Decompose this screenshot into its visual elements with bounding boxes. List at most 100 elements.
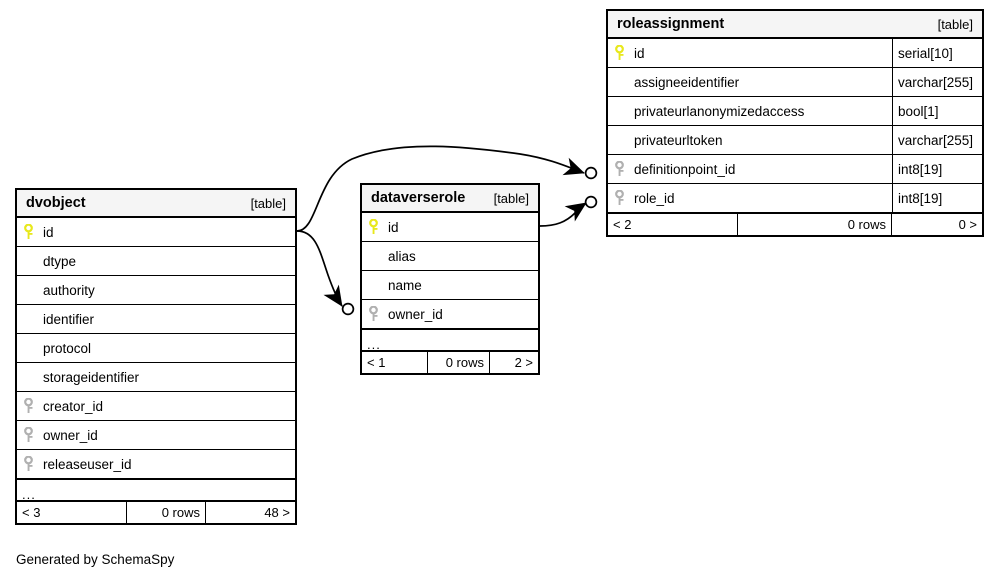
generated-by-caption: Generated by SchemaSpy	[16, 552, 175, 567]
column-name-cell: role_id	[608, 184, 892, 212]
column-name-cell: privateurlanonymizedaccess	[608, 97, 892, 125]
foreign-key-icon	[24, 398, 37, 414]
column-label: creator_id	[43, 398, 104, 414]
table-row[interactable]: authority	[17, 276, 295, 305]
ellipsis-label: ...	[22, 487, 36, 502]
primary-key-icon	[369, 219, 382, 235]
table-row[interactable]: releaseuser_id	[17, 450, 295, 479]
column-name-cell: storageidentifier	[17, 363, 295, 391]
column-name-cell: authority	[17, 276, 295, 304]
more-columns-indicator: ...	[17, 479, 295, 501]
row-count-label: 0 rows	[428, 352, 490, 373]
column-label: authority	[43, 282, 95, 298]
edge-dvobject-id-to-dataverserole-owner	[296, 230, 355, 316]
table-header-dvobject: dvobject [table]	[17, 190, 295, 218]
table-kind-label: [table]	[493, 190, 529, 206]
table-row[interactable]: privateurlanonymizedaccess bool[1]	[608, 97, 982, 126]
column-name-cell: assigneeidentifier	[608, 68, 892, 96]
edge-dataverserole-id-to-roleassignment-role	[539, 195, 598, 227]
table-footer-dvobject: < 3 0 rows 48 >	[17, 501, 295, 523]
prev-page-button[interactable]: < 3	[17, 502, 127, 523]
table-row[interactable]: role_id int8[19]	[608, 184, 982, 213]
column-label: definitionpoint_id	[634, 161, 736, 177]
column-name-cell: owner_id	[362, 300, 538, 328]
column-name-cell: protocol	[17, 334, 295, 362]
foreign-key-icon	[369, 306, 382, 322]
column-label: id	[634, 45, 645, 61]
table-row[interactable]: storageidentifier	[17, 363, 295, 392]
table-header-dataverserole: dataverserole [table]	[362, 185, 538, 213]
column-label: name	[388, 277, 422, 293]
table-footer-roleassignment: < 2 0 rows 0 >	[608, 213, 982, 235]
table-row[interactable]: owner_id	[362, 300, 538, 329]
db-table-dataverserole[interactable]: dataverserole [table] id alias	[360, 183, 540, 375]
next-page-button[interactable]: 0 >	[958, 217, 977, 232]
foreign-key-icon	[615, 161, 628, 177]
foreign-key-icon	[24, 456, 37, 472]
column-label: alias	[388, 248, 416, 264]
column-type-cell: int8[19]	[892, 155, 982, 183]
column-name-cell: dtype	[17, 247, 295, 275]
column-name-cell: alias	[362, 242, 538, 270]
column-label: privateurlanonymizedaccess	[634, 103, 805, 119]
table-row[interactable]: creator_id	[17, 392, 295, 421]
column-label: id	[388, 219, 399, 235]
next-page-button[interactable]: 48 >	[264, 505, 290, 520]
db-table-roleassignment[interactable]: roleassignment [table] id serial[10] ass…	[606, 9, 984, 237]
table-footer-dataverserole: < 1 0 rows 2 >	[362, 351, 538, 373]
table-row[interactable]: owner_id	[17, 421, 295, 450]
column-name-cell: id	[362, 213, 538, 241]
table-header-roleassignment: roleassignment [table]	[608, 11, 982, 39]
table-row[interactable]: id serial[10]	[608, 39, 982, 68]
column-label: privateurltoken	[634, 132, 723, 148]
column-label: releaseuser_id	[43, 456, 132, 472]
primary-key-icon	[615, 45, 628, 61]
table-row[interactable]: identifier	[17, 305, 295, 334]
column-name-cell: id	[17, 218, 295, 246]
column-name-cell: definitionpoint_id	[608, 155, 892, 183]
column-label: role_id	[634, 190, 675, 206]
row-count-label: 0 rows	[738, 214, 892, 235]
table-row[interactable]: id	[17, 218, 295, 247]
foreign-key-icon	[24, 427, 37, 443]
column-name-cell: name	[362, 271, 538, 299]
ellipsis-label: ...	[367, 337, 381, 352]
column-name-cell: releaseuser_id	[17, 450, 295, 478]
column-type-cell: serial[10]	[892, 39, 982, 67]
more-columns-indicator: ...	[362, 329, 538, 351]
table-row[interactable]: alias	[362, 242, 538, 271]
prev-page-button[interactable]: < 2	[608, 214, 738, 235]
column-type-cell: varchar[255]	[892, 68, 982, 96]
column-name-cell: creator_id	[17, 392, 295, 420]
column-label: owner_id	[43, 427, 98, 443]
table-row[interactable]: name	[362, 271, 538, 300]
table-kind-label: [table]	[937, 16, 973, 32]
primary-key-icon	[24, 224, 37, 240]
column-label: id	[43, 224, 54, 240]
column-name-cell: privateurltoken	[608, 126, 892, 154]
column-label: assigneeidentifier	[634, 74, 740, 90]
table-row[interactable]: assigneeidentifier varchar[255]	[608, 68, 982, 97]
table-kind-label: [table]	[250, 195, 286, 211]
column-name-cell: owner_id	[17, 421, 295, 449]
next-page-button[interactable]: 2 >	[514, 355, 533, 370]
column-name-cell: identifier	[17, 305, 295, 333]
table-title: roleassignment	[617, 16, 725, 32]
column-type-cell: bool[1]	[892, 97, 982, 125]
row-count-label: 0 rows	[127, 502, 206, 523]
table-title: dvobject	[26, 195, 86, 211]
column-label: identifier	[43, 311, 95, 327]
db-table-dvobject[interactable]: dvobject [table] id dtype	[15, 188, 297, 525]
table-row[interactable]: id	[362, 213, 538, 242]
table-row[interactable]: privateurltoken varchar[255]	[608, 126, 982, 155]
column-type-cell: int8[19]	[892, 184, 982, 212]
table-row[interactable]: definitionpoint_id int8[19]	[608, 155, 982, 184]
column-label: owner_id	[388, 306, 443, 322]
table-row[interactable]: protocol	[17, 334, 295, 363]
column-label: protocol	[43, 340, 92, 356]
table-row[interactable]: dtype	[17, 247, 295, 276]
column-label: storageidentifier	[43, 369, 140, 385]
prev-page-button[interactable]: < 1	[362, 352, 428, 373]
column-label: dtype	[43, 253, 77, 269]
